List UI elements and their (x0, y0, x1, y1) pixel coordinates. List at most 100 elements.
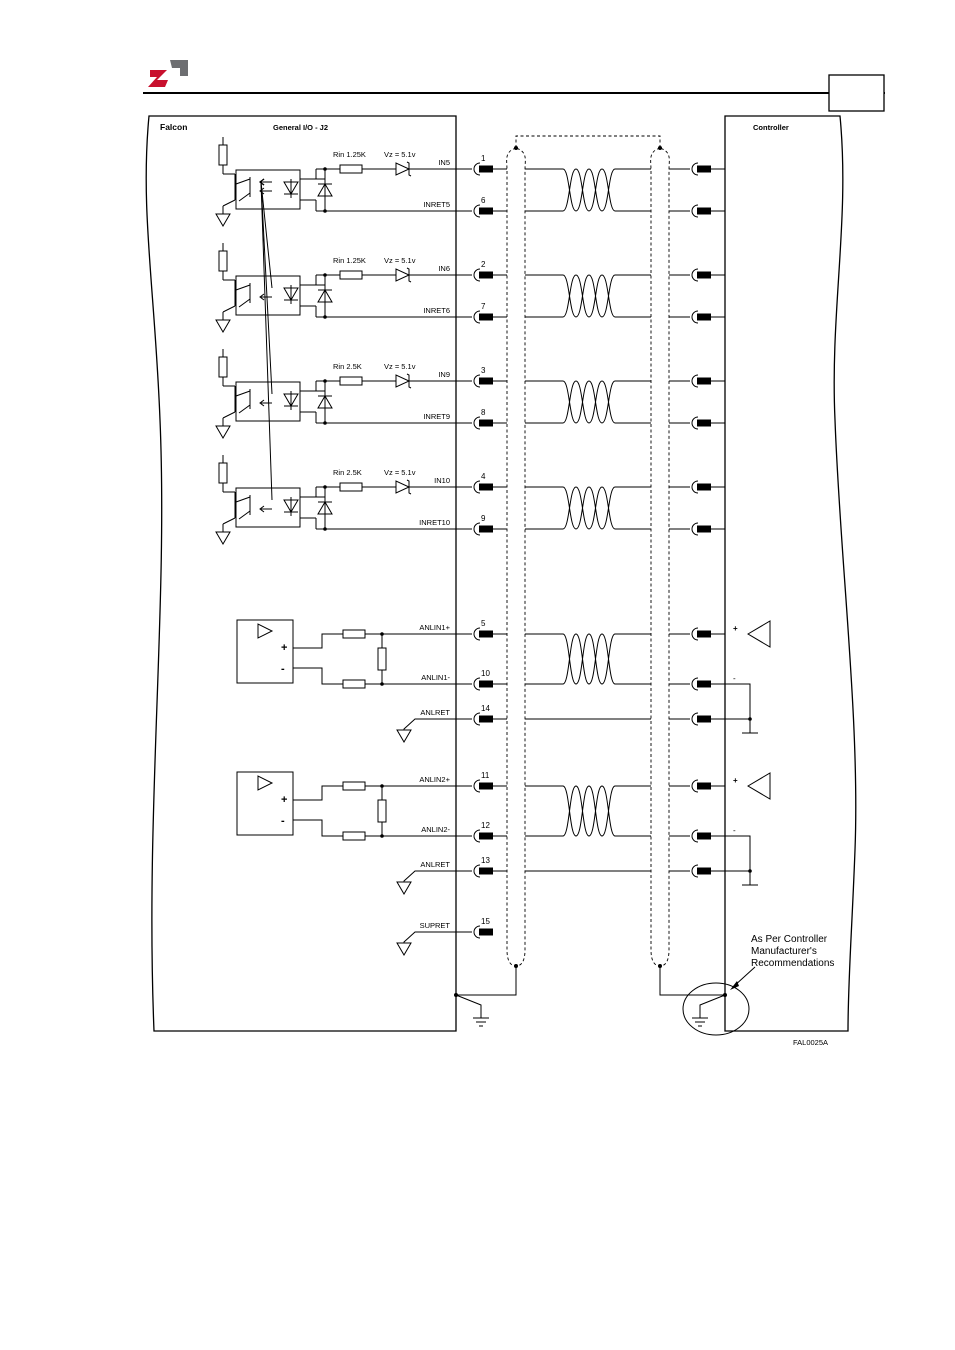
series-resistor (342, 781, 366, 791)
series-resistor (342, 629, 366, 639)
twisted-wire-a (525, 633, 651, 685)
clamp-diode-icon (317, 183, 333, 197)
signal-label: IN5 (438, 158, 450, 167)
pin-socket (456, 864, 481, 878)
phototransistor (238, 510, 251, 520)
light-arrow-icon (259, 187, 272, 195)
pin-number: 2 (481, 260, 486, 269)
ground-triangle-icon (215, 213, 231, 227)
pin-contact (479, 419, 493, 427)
falcon-title: Falcon (160, 122, 187, 132)
pin-contact (479, 928, 493, 936)
input-resistor (339, 482, 363, 492)
light-arrow-icon (259, 178, 272, 186)
pin-number: 6 (481, 196, 486, 205)
clamp-diode-icon (317, 395, 333, 409)
signal-label: IN10 (434, 476, 450, 485)
pin-socket (456, 204, 481, 218)
phototransistor (235, 284, 251, 291)
falcon-panel (145, 115, 457, 1032)
controller-contact (697, 165, 711, 173)
zener-diode-icon (395, 162, 411, 176)
light-arrow-icon (259, 399, 272, 407)
pin-socket (456, 480, 481, 494)
twisted-wire-a (525, 274, 651, 318)
wire (222, 411, 236, 419)
amplifier-box (236, 771, 294, 836)
pin-number: 13 (481, 856, 490, 865)
pin-number: 14 (481, 704, 490, 713)
pin-socket (456, 416, 481, 430)
pos-signal-label: ANLIN1+ (419, 623, 450, 632)
rin-label: Rin 2.5K (333, 362, 362, 371)
phototransistor (238, 298, 251, 308)
controller-contact (697, 630, 711, 638)
pullup-resistor (218, 462, 228, 484)
ground-triangle-icon (396, 729, 412, 743)
input-resistor (339, 270, 363, 280)
controller-contact (697, 271, 711, 279)
amp-plus: + (281, 794, 287, 806)
ret-signal-label: ANLRET (420, 708, 450, 717)
supret-wire (403, 931, 456, 943)
twisted-pair (525, 486, 651, 530)
light-arrow-icon (259, 178, 273, 501)
amp-minus: - (281, 815, 285, 827)
vz-label: Vz = 5.1v (384, 362, 416, 371)
amplifier-icon (257, 623, 274, 639)
twisted-wire-b (525, 785, 651, 837)
controller-socket (691, 268, 699, 282)
vz-label: Vz = 5.1v (384, 150, 416, 159)
pullup-resistor (218, 356, 228, 378)
controller-contact (697, 680, 711, 688)
controller-title: Controller (753, 123, 789, 132)
phototransistor (238, 192, 251, 202)
signal-label: IN9 (438, 370, 450, 379)
controller-wire (725, 683, 751, 719)
elmo-logo-icon (148, 60, 188, 87)
pin-socket (456, 712, 481, 726)
controller-socket (691, 310, 699, 324)
controller-socket (691, 416, 699, 430)
pin-number: 7 (481, 302, 486, 311)
pin-contact (479, 313, 493, 321)
clamp-diode-icon (317, 289, 333, 303)
pin-socket (456, 829, 481, 843)
shunt-resistor (377, 647, 387, 671)
shield-left (506, 147, 526, 967)
twisted-wire-a (525, 785, 651, 837)
pin-socket (456, 522, 481, 536)
phototransistor (235, 390, 251, 397)
pin-contact (479, 271, 493, 279)
pin-number: 1 (481, 154, 486, 163)
zener-diode-icon (395, 268, 411, 282)
optocoupler (235, 487, 301, 528)
ground-triangle-icon (215, 319, 231, 333)
note-line-2: Manufacturer's (751, 946, 817, 957)
wire (222, 305, 236, 313)
pin-socket (456, 925, 481, 939)
pullup-resistor (218, 250, 228, 272)
supret-label: SUPRET (420, 921, 451, 930)
pin-number: 5 (481, 619, 486, 628)
zener-diode-icon (395, 374, 411, 388)
shield-grounding (454, 966, 756, 1036)
ground-triangle-icon (215, 425, 231, 439)
ret-signal-label: INRET6 (423, 306, 450, 315)
pin-socket (456, 779, 481, 793)
wire (293, 667, 343, 685)
note-line-1: As Per Controller (751, 934, 828, 945)
pin-contact (479, 377, 493, 385)
ret-wire (403, 870, 456, 882)
controller-socket (691, 779, 699, 793)
controller-contact (697, 313, 711, 321)
controller-contact (697, 207, 711, 215)
pin-contact (479, 782, 493, 790)
pin-socket (456, 374, 481, 388)
pin-number: 10 (481, 669, 490, 678)
